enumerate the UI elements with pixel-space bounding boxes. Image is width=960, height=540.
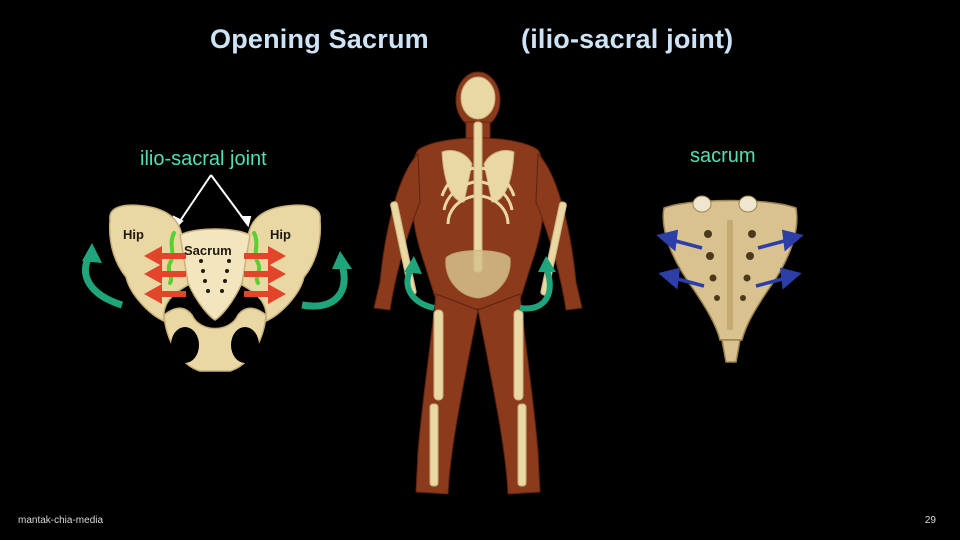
joint-lines	[166, 231, 262, 285]
pelvis-sacrum	[179, 228, 251, 321]
ilio-sacral-joint-label: ilio-sacral joint	[140, 148, 267, 170]
right-hip-label: Hip	[270, 227, 291, 242]
sacrum-bone-figure	[656, 195, 804, 363]
sacrum-center-label: Sacrum	[184, 243, 232, 258]
rotation-arrows	[82, 243, 352, 310]
sacrum-label: sacrum	[690, 145, 756, 167]
page-number: 29	[924, 515, 936, 526]
slide-subtitle: (ilio-sacral joint)	[521, 24, 734, 54]
slide-title: Opening Sacrum	[210, 24, 429, 54]
sacrum-spread-arrows	[656, 229, 804, 290]
figure-rotation-arrows	[404, 256, 556, 312]
sacrum-bone	[662, 195, 798, 363]
spread-arrows	[144, 246, 286, 304]
skeleton-bones	[390, 76, 567, 487]
callout-lines	[172, 174, 252, 230]
left-hip-label: Hip	[123, 227, 144, 242]
pelvis-diagram: Hip Hip Sacrum	[82, 174, 352, 372]
footer-brand: mantak-chia-media	[18, 515, 104, 526]
skeleton-figure	[373, 71, 583, 495]
